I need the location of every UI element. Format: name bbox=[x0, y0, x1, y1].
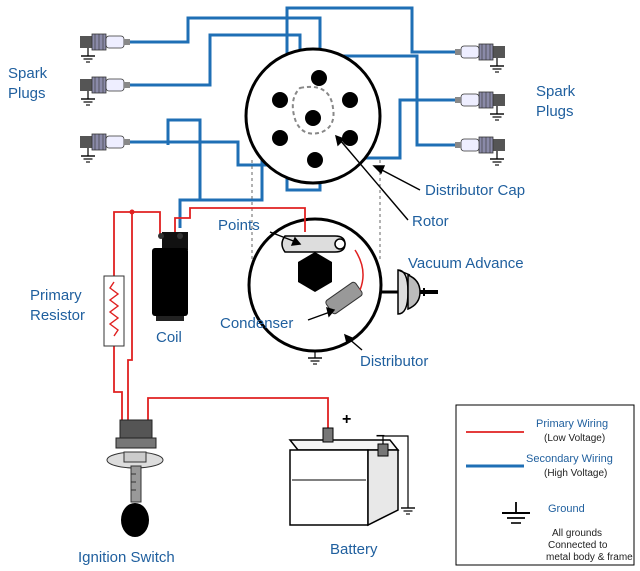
ignition-switch-label: Ignition Switch bbox=[78, 549, 175, 566]
coil-to-rotor-wire bbox=[166, 118, 202, 228]
spark-plug-right-2 bbox=[454, 91, 506, 109]
ignition-switch bbox=[106, 419, 164, 537]
spark-plug-left-1 bbox=[79, 33, 131, 51]
distributor bbox=[247, 217, 383, 365]
spark-plug-right-1 bbox=[454, 43, 506, 61]
legend-secondary-title: Secondary Wiring bbox=[526, 453, 613, 465]
primary-resistor-label-2: Resistor bbox=[30, 307, 85, 324]
cap-terminal bbox=[307, 152, 323, 168]
legend-primary-title: Primary Wiring bbox=[536, 418, 608, 430]
rotor-center-terminal bbox=[305, 110, 321, 126]
vacuum-advance-label: Vacuum Advance bbox=[408, 255, 524, 272]
labels: Spark Plugs Spark Plugs Distributor Cap … bbox=[8, 65, 576, 566]
points-contact bbox=[281, 235, 346, 253]
cap-terminal bbox=[342, 92, 358, 108]
battery-plus: + bbox=[342, 411, 351, 428]
points-label: Points bbox=[218, 217, 260, 234]
cap-terminal bbox=[342, 130, 358, 146]
primary-wiring bbox=[113, 207, 329, 428]
distributor-cam bbox=[298, 252, 332, 292]
legend-ground-symbol bbox=[502, 502, 530, 524]
legend-ground-note-2: Connected to bbox=[548, 540, 608, 551]
battery: + – bbox=[288, 411, 416, 527]
legend-primary-sub: (Low Voltage) bbox=[544, 433, 605, 444]
primary-resistor bbox=[103, 275, 125, 347]
callout-arrows bbox=[269, 134, 421, 351]
distributor-cap bbox=[244, 47, 382, 185]
spark-plugs-left-label: Spark bbox=[8, 65, 48, 82]
spark-plugs-right-label-2: Plugs bbox=[536, 103, 574, 120]
spark-plug-left-3 bbox=[79, 133, 131, 151]
legend: Primary Wiring (Low Voltage) Secondary W… bbox=[455, 404, 635, 566]
legend-secondary-sub: (High Voltage) bbox=[544, 468, 607, 479]
spark-plug-right-3 bbox=[454, 136, 506, 154]
cap-terminal bbox=[272, 130, 288, 146]
ignition-key bbox=[121, 465, 149, 537]
cap-terminal bbox=[311, 70, 327, 86]
rotor-label: Rotor bbox=[412, 213, 449, 230]
cap-terminal bbox=[272, 92, 288, 108]
vacuum-advance bbox=[381, 269, 438, 315]
condenser-label: Condenser bbox=[220, 315, 293, 332]
coil-label: Coil bbox=[156, 329, 182, 346]
spark-plug-left-2 bbox=[79, 76, 131, 94]
legend-ground-note-3: metal body & frame bbox=[546, 552, 633, 563]
battery-label: Battery bbox=[330, 541, 378, 558]
legend-ground-note-1: All grounds bbox=[552, 528, 602, 539]
plug-wire-left-1 bbox=[130, 16, 322, 78]
secondary-wiring bbox=[130, 6, 455, 228]
distributor-label: Distributor bbox=[360, 353, 428, 370]
primary-resistor-label: Primary bbox=[30, 287, 82, 304]
plug-wire-right-1 bbox=[285, 6, 455, 192]
ignition-coil bbox=[152, 232, 188, 321]
battery-minus: – bbox=[376, 427, 385, 444]
distributor-cap-label: Distributor Cap bbox=[425, 182, 525, 199]
legend-ground-title: Ground bbox=[548, 503, 585, 515]
rotor-outline bbox=[291, 86, 335, 135]
spark-plugs-left-label-2: Plugs bbox=[8, 85, 46, 102]
spark-plugs-right-label: Spark bbox=[536, 83, 576, 100]
